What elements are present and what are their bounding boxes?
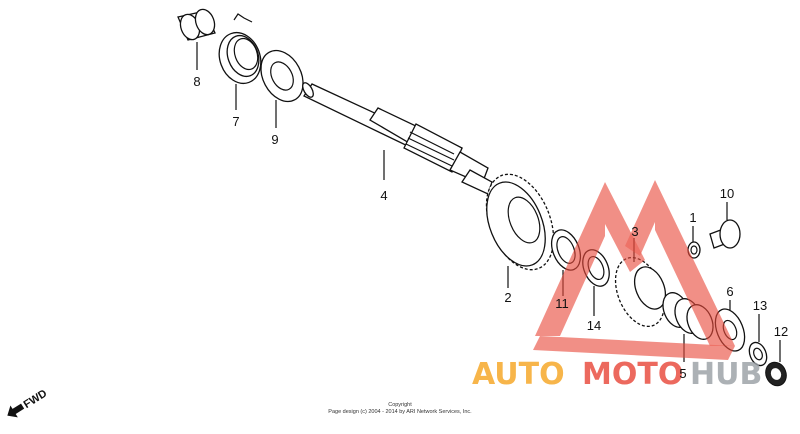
part-4-shaft xyxy=(302,82,493,195)
callout-6: 6 xyxy=(726,284,733,299)
part-3-gear xyxy=(614,256,667,328)
part-10-bolt xyxy=(709,219,741,249)
callout-11: 11 xyxy=(555,296,569,311)
watermark-triangle-right xyxy=(655,180,735,346)
callout-3: 3 xyxy=(631,224,638,239)
copyright-line1: Copyright xyxy=(388,402,412,408)
callout-4: 4 xyxy=(380,188,387,203)
part-8-collar xyxy=(177,8,216,41)
fwd-arrow: FWD xyxy=(7,388,50,418)
watermark-text-auto: AUTO xyxy=(472,357,565,392)
callout-7: 7 xyxy=(232,114,239,129)
callout-1: 1 xyxy=(689,210,696,225)
copyright-line2: Page design (c) 2004 - 2014 by ARI Netwo… xyxy=(328,409,472,415)
callout-13: 13 xyxy=(753,298,767,313)
part-12-nut xyxy=(765,361,787,387)
watermark-logo: AUTO MOTO HUB xyxy=(472,180,762,392)
callout-14: 14 xyxy=(587,318,601,333)
part-2-gear xyxy=(485,173,555,271)
callout-2: 2 xyxy=(504,290,511,305)
watermark-text-hub: HUB xyxy=(690,357,762,392)
callout-10: 10 xyxy=(720,186,734,201)
watermark-text-moto: MOTO xyxy=(582,357,683,392)
callout-12: 12 xyxy=(774,324,788,339)
part-13-washer xyxy=(748,341,768,367)
callout-9: 9 xyxy=(271,132,278,147)
watermark-triangle-left xyxy=(535,182,605,336)
part-7-spring xyxy=(218,13,262,85)
part-9-washer xyxy=(260,49,304,103)
callout-5: 5 xyxy=(679,366,686,381)
callout-8: 8 xyxy=(193,74,200,89)
fwd-label: FWD xyxy=(22,388,50,411)
